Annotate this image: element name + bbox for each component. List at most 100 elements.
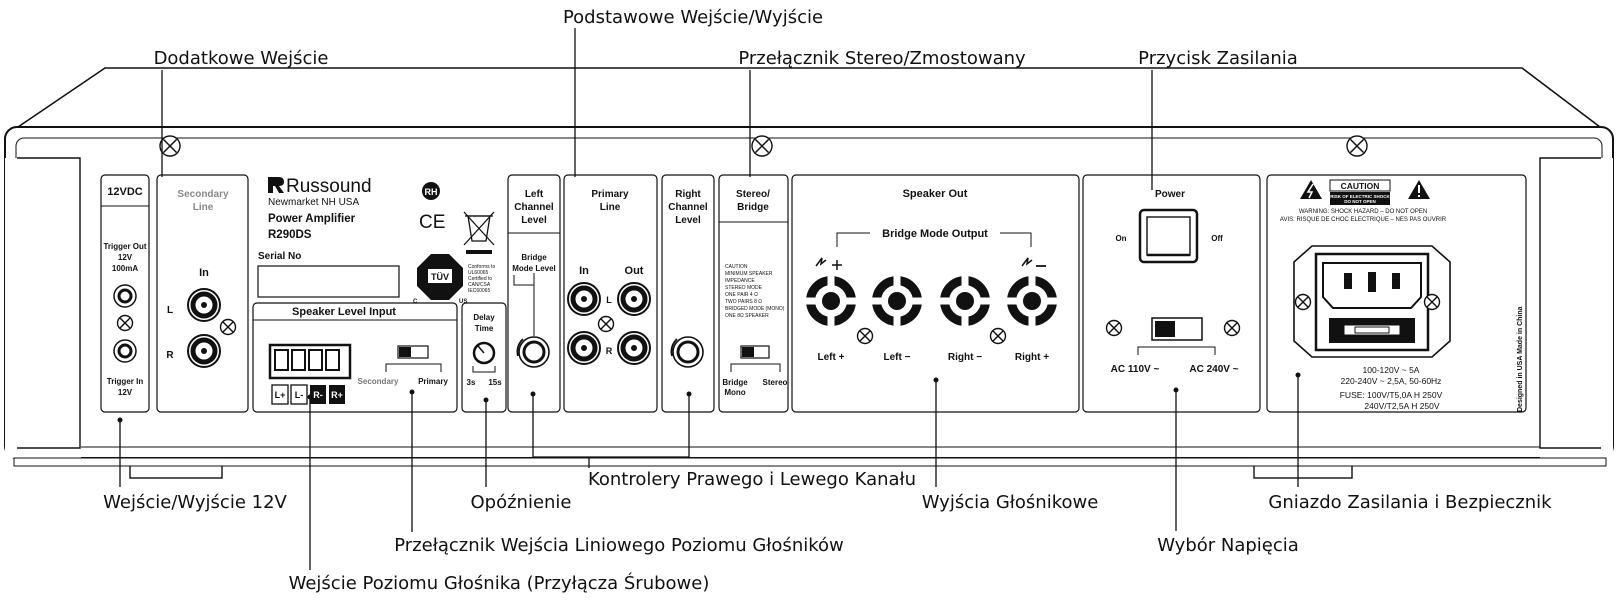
callout-labels: Dodatkowe Wejście Podstawowe Wejście/Wyj…: [103, 7, 1552, 594]
switch-primary-label: Primary: [418, 377, 448, 386]
speaker-terminal-left-minus[interactable]: [872, 276, 922, 326]
origin-text: Designed in USA Made in China: [1517, 306, 1524, 412]
speaker-terminal-right-minus[interactable]: [940, 276, 990, 326]
callout-wejscie-wyjscie-12v: Wejście/Wyjście 12V: [103, 492, 287, 513]
trigger-in-voltage: 12V: [118, 388, 133, 397]
conform-text: UL60065: [468, 270, 489, 276]
speaker-terminal-left-plus[interactable]: [806, 276, 856, 326]
speaker-level-input-title: Speaker Level Input: [292, 306, 396, 318]
bridge-plus-symbol-icon: [815, 257, 842, 270]
callout-przycisk-zasilania: Przycisk Zasilania: [1138, 48, 1298, 69]
terminal-label-left-plus: Left +: [818, 352, 845, 363]
primary-in-label: In: [579, 265, 589, 277]
weee-bin-icon: [463, 211, 495, 254]
model-number: R290DS: [268, 229, 312, 241]
callout-przelacznik-stereo: Przełącznik Stereo/Zmostowany: [738, 48, 1026, 69]
bridge-mode-level-label-1: Bridge: [521, 253, 547, 262]
stereo-bridge-switch[interactable]: [730, 345, 781, 372]
leader-lines: [119, 28, 1299, 570]
conform-text: IEC60065: [468, 288, 490, 294]
trigger-out-current: 100mA: [112, 264, 138, 273]
voltage-selector-switch[interactable]: [1137, 317, 1216, 355]
terminal-label: L+: [275, 390, 286, 400]
leader-dots: [117, 372, 1301, 423]
delay-max-label: 15s: [488, 378, 502, 387]
impedance-caution-text: BRIDGED MODE (MONO): [725, 306, 785, 312]
secondary-r-rca-jack[interactable]: [188, 335, 220, 367]
callout-gniazdo-zasilania: Gniazdo Zasilania i Bezpiecznik: [1268, 492, 1552, 513]
fuse-drawer[interactable]: [1329, 318, 1415, 343]
power-off-label: Off: [1211, 234, 1223, 243]
bridge-mono-label-2: Mono: [724, 388, 745, 397]
primary-in-l-rca-jack[interactable]: [568, 283, 600, 315]
impedance-caution-text: ONE 8Ω SPEAKER: [725, 313, 769, 319]
secondary-line-title-1: Secondary: [177, 189, 229, 200]
primary-line-title-2: Line: [600, 202, 621, 213]
speaker-terminal-right-plus[interactable]: [1007, 276, 1057, 326]
bridge-mono-label-1: Bridge: [722, 378, 748, 387]
warning-text: WARNING: SHOCK HAZARD – DO NOT OPEN: [1299, 209, 1427, 215]
callout-opoznienie: Opóźnienie: [470, 492, 571, 513]
screw-icon: [989, 327, 1007, 345]
terminal-label-left-minus: Left −: [884, 352, 911, 363]
serial-label: Serial No: [258, 251, 301, 262]
stereo-bridge-section: Stereo/ Bridge CAUTION MINIMUM SPEAKER I…: [718, 174, 789, 413]
ac-240-label: AC 240V ~: [1189, 364, 1238, 375]
serial-number-box: [257, 265, 400, 298]
trigger-out-jack[interactable]: [113, 284, 137, 308]
screw-terminal-block[interactable]: [268, 343, 352, 380]
caution-label: CAUTION: [1341, 181, 1380, 191]
power-spec-text: 220-240V ~ 2,5A, 50-60Hz: [1341, 376, 1442, 386]
right-level-title-3: Level: [675, 215, 701, 226]
impedance-caution-text: TWO PAIRS 8 Ω: [725, 299, 762, 305]
delay-section: Delay Time 3s 15s: [461, 302, 507, 413]
bridge-mode-output-label: Bridge Mode Output: [882, 228, 988, 240]
screw-icon: [116, 314, 134, 332]
secondary-line-section: Secondary Line In L R: [156, 174, 249, 413]
primary-line-title-1: Primary: [591, 189, 629, 200]
12vdc-title: 12VDC: [107, 186, 143, 198]
trigger-in-jack[interactable]: [113, 339, 137, 363]
delay-title-1: Delay: [473, 313, 495, 322]
risk-text: RISK OF ELECTRIC SHOCK: [1330, 194, 1390, 199]
chassis-screw-icon: [751, 135, 773, 157]
bridge-minus-symbol-icon: [1021, 257, 1046, 267]
right-channel-level-section: Right Channel Level: [661, 174, 715, 413]
brand-city: Newmarket NH USA: [268, 197, 359, 208]
callout-podstawowe-wejscie-wyjscie: Podstawowe Wejście/Wyjście: [563, 7, 823, 28]
bridge-mode-level-label-2: Mode Level: [512, 264, 556, 273]
secondary-primary-switch[interactable]: [385, 345, 442, 372]
power-spec-text: 100-120V ~ 5A: [1363, 365, 1420, 375]
callout-wyjscia-glosnikowe: Wyjścia Głośnikowe: [922, 492, 1099, 513]
power-rocker-switch[interactable]: [1138, 208, 1199, 264]
chassis-screw-icon: [1346, 135, 1368, 157]
power-section: Power On Off AC 110V ~ AC 240V ~: [1082, 174, 1261, 413]
product-name: Power Amplifier: [268, 213, 356, 225]
trigger-out-voltage: 12V: [118, 253, 133, 262]
primary-in-r-rca-jack[interactable]: [568, 332, 600, 364]
primary-out-r-rca-jack[interactable]: [618, 332, 650, 364]
right-level-title-2: Channel: [668, 202, 708, 213]
screw-icon: [597, 315, 615, 333]
impedance-caution-text: STEREO MODE: [725, 285, 763, 291]
secondary-l-rca-jack[interactable]: [188, 289, 220, 321]
12vdc-section: 12VDC Trigger Out 12V 100mA Trigger In 1…: [100, 174, 150, 413]
screw-icon: [856, 327, 874, 345]
primary-line-section: Primary Line In Out L R: [563, 174, 658, 413]
shock-hazard-icon: [1300, 180, 1322, 199]
delay-time-knob[interactable]: [472, 341, 496, 365]
power-title: Power: [1155, 189, 1185, 200]
ce-mark-text: CE: [419, 212, 445, 233]
primary-out-l-rca-jack[interactable]: [618, 283, 650, 315]
left-level-title-1: Left: [525, 189, 544, 200]
delay-min-label: 3s: [467, 378, 476, 387]
switch-secondary-label: Secondary: [358, 377, 399, 386]
risk-text: DO NOT OPEN: [1344, 199, 1376, 204]
screw-icon: [1105, 319, 1123, 337]
russound-logo-icon: [268, 177, 284, 193]
impedance-caution-text: ONE PAIR 4 Ω: [725, 292, 758, 298]
brand-logo-text: Russound: [286, 176, 372, 197]
primary-r-label: R: [606, 346, 613, 356]
left-level-title-2: Channel: [514, 202, 554, 213]
